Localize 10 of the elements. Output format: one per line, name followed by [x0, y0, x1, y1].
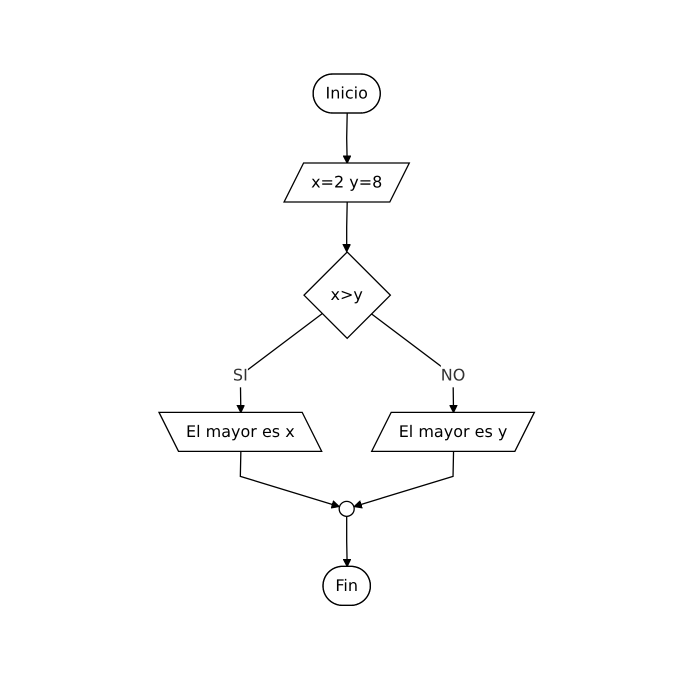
- arrow: [342, 516, 352, 568]
- node-circle: [338, 500, 355, 517]
- arrow: [353, 452, 454, 508]
- arrow: [236, 313, 322, 414]
- node-diamond: x>y: [302, 250, 392, 340]
- edge-label: NO: [440, 365, 466, 384]
- arrow: [342, 113, 352, 164]
- arrow: [240, 452, 340, 508]
- arrow: [342, 202, 351, 252]
- edge-label: SI: [232, 365, 248, 384]
